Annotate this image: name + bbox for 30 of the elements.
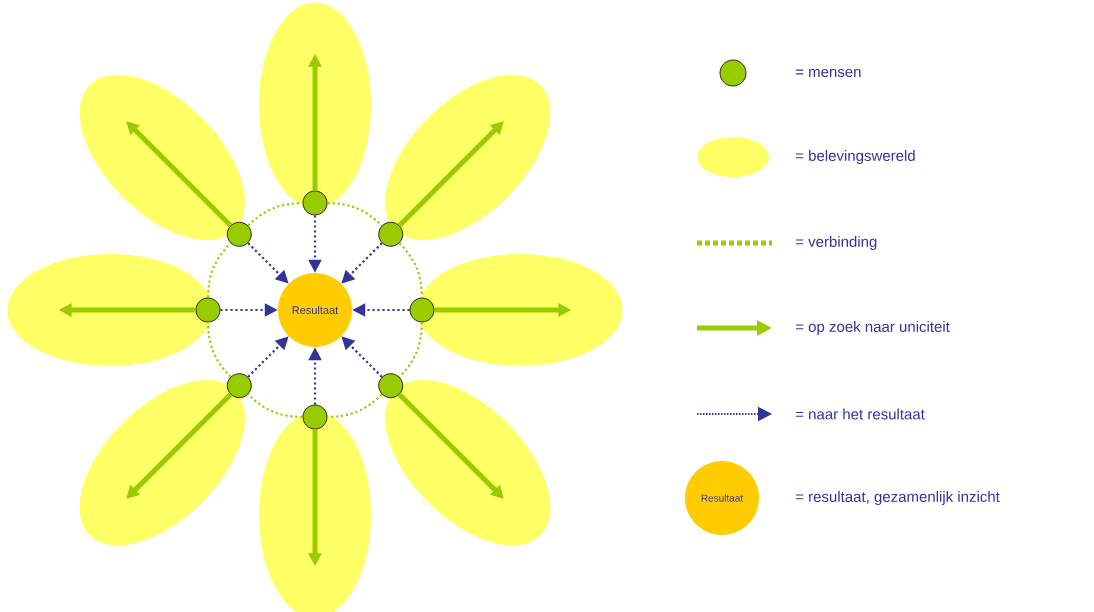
connector-line	[207, 242, 232, 298]
connector-line	[247, 393, 303, 418]
legend-label: = op zoek naar uniciteit	[795, 321, 950, 335]
legend-label: = resultaat, gezamenlijk inzicht	[795, 491, 1000, 505]
person-circle	[195, 297, 221, 323]
arrow	[126, 121, 233, 228]
arrow	[341, 336, 383, 378]
connector-line	[207, 322, 232, 378]
arrow	[126, 392, 233, 499]
arrow	[397, 121, 504, 228]
arrow	[247, 242, 289, 284]
person-circle	[302, 404, 328, 430]
legend-label: = naar het resultaat	[795, 408, 925, 420]
arrow	[247, 336, 289, 378]
connector-line	[327, 202, 383, 227]
arrow	[397, 392, 504, 499]
connector-line	[247, 202, 303, 227]
person-circle	[409, 297, 435, 323]
person-circle	[226, 373, 252, 399]
connector-line	[398, 322, 423, 378]
connector-line	[398, 242, 423, 298]
person-circle	[378, 373, 404, 399]
person-circle	[378, 221, 404, 247]
legend-label: = verbinding	[795, 236, 877, 250]
legend-label: = mensen	[795, 68, 861, 78]
legend-label: = belevingswereld	[795, 150, 915, 164]
arrow	[341, 242, 383, 284]
connector-line	[327, 393, 383, 418]
person-circle	[226, 221, 252, 247]
person-circle	[302, 190, 328, 216]
